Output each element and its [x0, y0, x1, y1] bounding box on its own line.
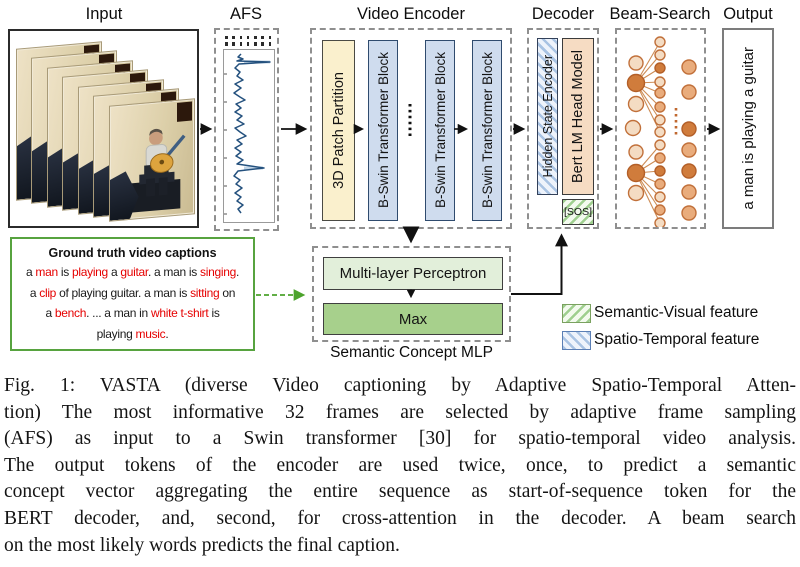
- arrow-mlp-to-sos: [511, 233, 568, 295]
- afs-tick-marks: [225, 36, 271, 46]
- output-box: a man is playing a guitar: [722, 28, 774, 229]
- hidden-state-encoder-block: Hidden State Encoder: [537, 38, 558, 195]
- beam-search-graph: [624, 36, 697, 229]
- gt-caption-line: a bench. ... a man in white t-shirt is: [45, 306, 220, 320]
- figure-caption: Fig. 1: VASTA (diverse Video captioning …: [4, 373, 796, 559]
- gt-caption-line: a man is playing a guitar. a man is sing…: [25, 265, 239, 279]
- sos-token-block: [SOS]: [562, 199, 594, 225]
- figure-caption-line: (AFS) as input to a Swin transformer [30…: [4, 428, 796, 450]
- afs-label: AFS: [229, 5, 263, 23]
- swin-block-3: B-Swin Transformer Block: [472, 40, 502, 221]
- legend-label-semantic-visual: Semantic-Visual feature: [594, 304, 759, 321]
- patch-partition-block: 3D Patch Partition: [322, 40, 355, 221]
- video-frame-front: [109, 98, 195, 222]
- beam-nodes: [624, 36, 697, 229]
- man-playing-guitar-illustration: [129, 128, 186, 213]
- gt-caption-lines: a man is playing a guitar. a man is sing…: [12, 262, 253, 344]
- figure-caption-line: Fig. 1: VASTA (diverse Video captioning …: [4, 375, 796, 396]
- afs-waveform: [224, 53, 271, 215]
- swin-block-label: B-Swin Transformer Block: [479, 52, 495, 209]
- swin-block-1: B-Swin Transformer Block: [368, 40, 398, 221]
- hidden-state-encoder-label: Hidden State Encoder: [540, 55, 555, 178]
- afs-plot: [223, 49, 275, 223]
- beam-search-label: Beam-Search: [609, 5, 711, 23]
- output-label: Output: [723, 5, 773, 23]
- max-label: Max: [398, 310, 428, 328]
- video-encoder-label: Video Encoder: [357, 5, 465, 23]
- ground-truth-title: Ground truth video captions: [48, 246, 217, 260]
- mlp-block: Multi-layer Perceptron: [323, 257, 503, 290]
- figure-caption-line: concept vector aggregating the entire se…: [4, 481, 796, 503]
- semantic-mlp-group-label: Semantic Concept MLP: [330, 344, 493, 361]
- decoder-box: Hidden State Encoder Bert LM Head Model …: [527, 28, 599, 229]
- gt-caption-line: a clip of playing guitar. a man is sitti…: [29, 285, 236, 300]
- legend-label-spatio-temporal: Spatio-Temporal feature: [594, 331, 760, 348]
- figure-caption-line: on the most likely words predicts the fi…: [4, 534, 400, 556]
- swin-block-2: B-Swin Transformer Block: [425, 40, 455, 221]
- legend-swatch-semantic-visual: [562, 304, 591, 323]
- decoder-label: Decoder: [531, 5, 595, 23]
- gt-caption-line: playing music.: [96, 326, 169, 341]
- ground-truth-box: Ground truth video captions a man is pla…: [10, 237, 255, 351]
- mlp-label: Multi-layer Perceptron: [339, 265, 487, 282]
- figure-caption-line: tion) The most informative 32 frames are…: [4, 401, 796, 423]
- input-label: Input: [85, 5, 123, 23]
- max-block: Max: [323, 303, 503, 335]
- swin-block-label: B-Swin Transformer Block: [375, 52, 391, 209]
- bert-lm-head-block: Bert LM Head Model: [562, 38, 594, 195]
- video-encoder-box: 3D Patch Partition B-Swin Transformer Bl…: [310, 28, 512, 229]
- swin-block-label: B-Swin Transformer Block: [432, 52, 448, 209]
- input-frames-box: [8, 29, 199, 228]
- beam-search-box: [615, 28, 706, 229]
- figure-caption-line: The output tokens of the encoder are use…: [4, 454, 796, 476]
- legend-swatch-spatio-temporal: [562, 331, 591, 350]
- output-caption-text: a man is playing a guitar: [739, 47, 757, 210]
- patch-partition-label: 3D Patch Partition: [330, 72, 347, 189]
- semantic-mlp-box: Multi-layer Perceptron Max: [312, 246, 511, 342]
- sos-token-label: [SOS]: [563, 206, 592, 218]
- bert-lm-head-label: Bert LM Head Model: [570, 50, 586, 183]
- figure-caption-line: BERT decoder, and, second, for cross-att…: [4, 507, 796, 529]
- afs-box: [214, 28, 279, 231]
